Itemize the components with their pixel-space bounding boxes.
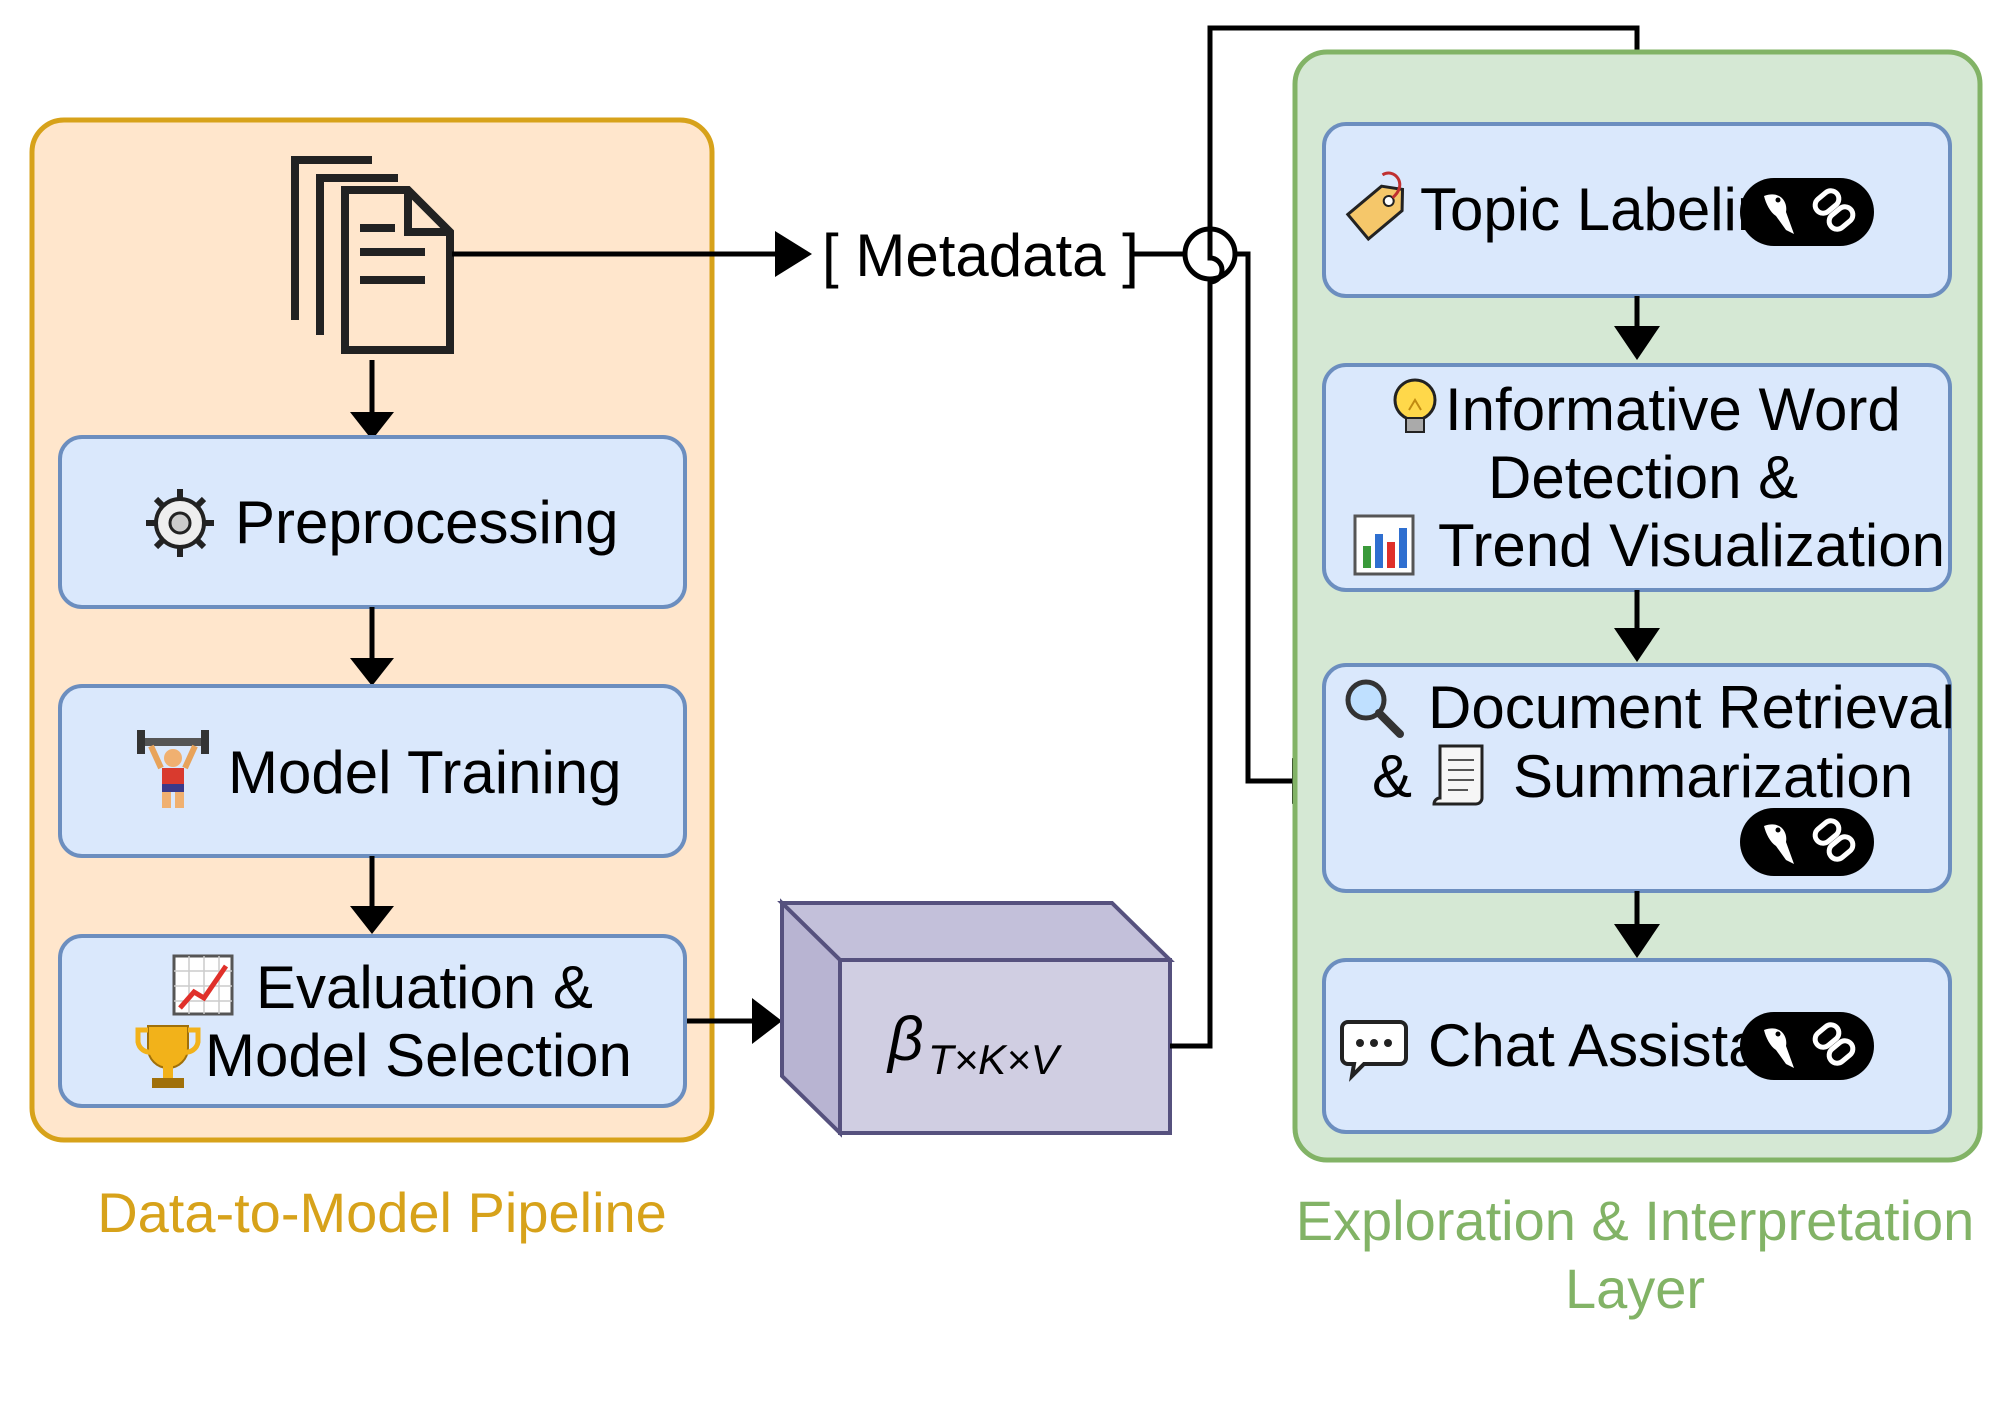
tag-icon xyxy=(1345,171,1405,242)
light-bulb-icon xyxy=(1393,378,1437,433)
layer-title-line2: Layer xyxy=(1565,1257,1705,1320)
chart-increasing-icon xyxy=(172,954,234,1016)
retrieval-label-line2: Summarization xyxy=(1513,743,1913,810)
informative-label-line1: Informative Word xyxy=(1445,376,1901,443)
evaluation-label-line2: Model Selection xyxy=(205,1022,632,1089)
arrow-tensor-to-topic-labeling xyxy=(1170,25,1640,1049)
retrieval-label-line1: Document Retrieval xyxy=(1428,674,1955,741)
arrow-topic-to-informative xyxy=(1614,326,1660,360)
parrot-link-icon xyxy=(1740,1012,1874,1080)
trophy-icon xyxy=(135,1025,201,1088)
parrot-link-icon xyxy=(1740,808,1874,876)
retrieval-label-ampersand: & xyxy=(1372,743,1412,810)
arrow-informative-to-retrieval xyxy=(1614,628,1660,662)
beta-tensor xyxy=(777,898,1175,1138)
preprocessing-label: Preprocessing xyxy=(235,489,619,556)
pipeline-title: Data-to-Model Pipeline xyxy=(97,1181,667,1244)
gear-icon xyxy=(146,489,214,557)
informative-label-line3: Trend Visualization xyxy=(1438,512,1945,579)
scroll-icon xyxy=(1432,744,1484,806)
layer-title-line1: Exploration & Interpretation xyxy=(1296,1189,1975,1252)
informative-label-line2: Detection & xyxy=(1488,444,1798,511)
magnifier-icon xyxy=(1345,679,1404,738)
model-training-label: Model Training xyxy=(228,739,622,806)
topic-labeling-label: Topic Labeling xyxy=(1420,176,1804,243)
documents-icon xyxy=(291,156,454,354)
bar-chart-icon xyxy=(1353,514,1415,576)
arrow-metadata-to-retrieval xyxy=(1134,226,1298,784)
arrow-preprocessing-to-training xyxy=(350,658,394,686)
tensor-symbol: β xyxy=(886,1005,923,1074)
evaluation-label-line1: Evaluation & xyxy=(256,954,593,1021)
chat-assistant-box xyxy=(1322,958,1952,1134)
speech-bubble-icon xyxy=(1340,1020,1408,1082)
arrow-evaluation-to-tensor xyxy=(752,998,782,1044)
metadata-label: [ Metadata ] xyxy=(822,222,1139,289)
arrow-retrieval-to-chat xyxy=(1614,924,1660,958)
arrow-docs-to-metadata xyxy=(775,231,812,277)
parrot-link-icon xyxy=(1740,178,1874,246)
weightlifter-icon xyxy=(137,730,209,808)
tensor-subscript: T×K×V xyxy=(928,1036,1063,1083)
arrow-training-to-evaluation xyxy=(350,906,394,934)
